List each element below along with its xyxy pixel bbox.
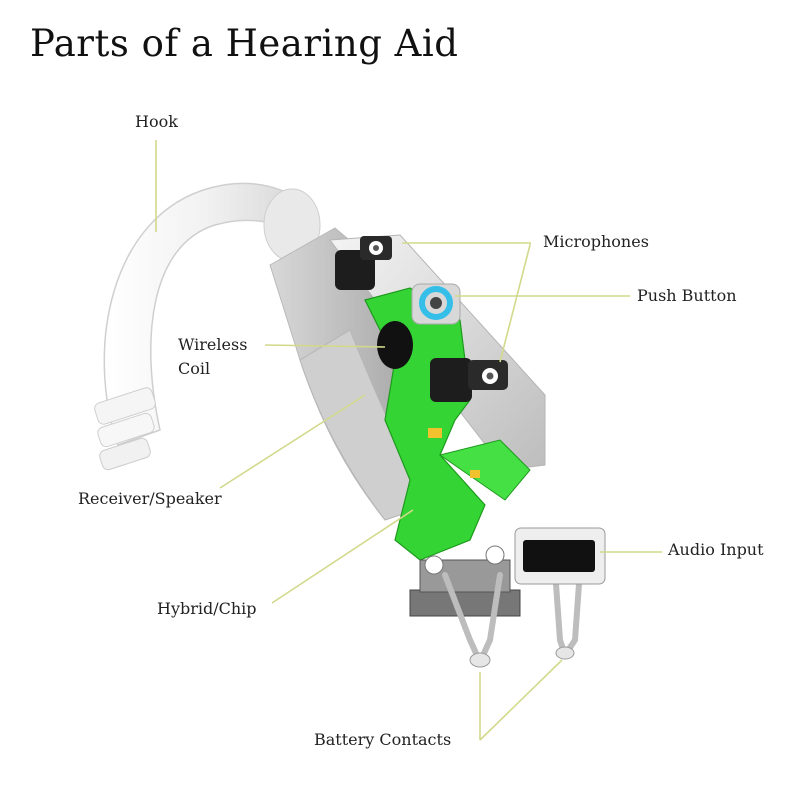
page-title: Parts of a Hearing Aid [30,22,459,65]
label-battery-contacts: Battery Contacts [314,730,452,749]
microphone-top [335,236,392,290]
label-push-button: Push Button [637,286,737,305]
audio-input-part [514,527,606,585]
hybrid-chip-part [409,545,521,617]
leader-hybrid-chip [271,509,414,604]
wireless-coil-part [377,321,413,369]
hook-part [94,182,321,471]
leader-microphones-2 [499,244,531,363]
leader-receiver-speaker [219,394,366,489]
leader-lines [155,140,662,741]
push-button-part [411,283,461,325]
label-hook: Hook [135,112,178,131]
label-wireless-coil-line2: Coil [178,359,211,378]
battery-contact-tips [469,646,575,668]
leader-microphones-1 [402,242,531,245]
microphone-bottom [430,358,508,402]
label-receiver-speaker: Receiver/Speaker [78,489,222,508]
label-microphones: Microphones [543,232,649,251]
leader-battery-2 [479,659,563,741]
label-hybrid-chip: Hybrid/Chip [157,599,257,618]
label-wireless-coil-line1: Wireless [178,335,248,354]
leader-wireless-coil [264,344,386,348]
label-audio-input: Audio Input [668,540,764,559]
